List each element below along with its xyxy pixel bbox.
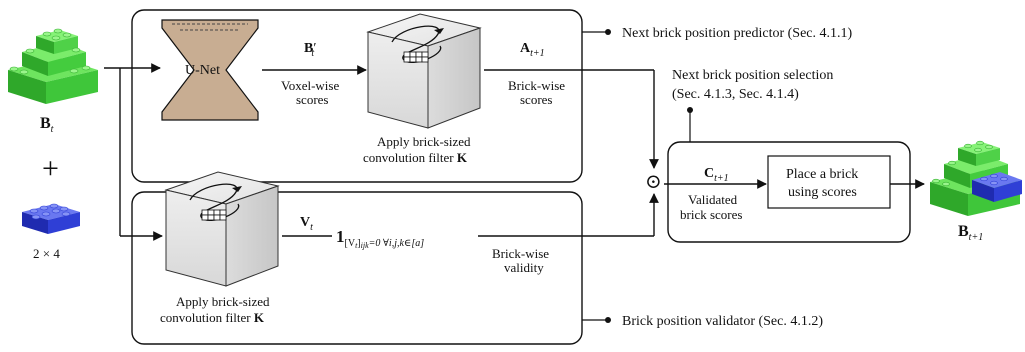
place-brick-label-1: Place a brick — [786, 167, 858, 182]
validity-label-1: Brick-wise — [492, 246, 549, 261]
validated-label-1: Validated — [688, 192, 738, 207]
validator-box — [131, 191, 583, 345]
predictor-conv-cube — [366, 13, 482, 129]
brick-scores-label-2: scores — [520, 92, 553, 107]
A-label: At+1 — [520, 41, 545, 59]
brick-scores-label-1: Brick-wise — [508, 78, 565, 93]
validator-conv-cube — [164, 171, 280, 287]
V-label: Vt — [300, 215, 313, 233]
predictor-legend-dot — [605, 29, 611, 35]
selection-title-dot — [687, 107, 693, 113]
selection-title-2: (Sec. 4.1.3, Sec. 4.1.4) — [672, 87, 799, 102]
predictor-conv-caption-1: Apply brick-sized — [377, 134, 471, 149]
predictor-box — [131, 9, 583, 183]
validator-conv-caption-1: Apply brick-sized — [176, 294, 270, 309]
validator-legend: Brick position validator (Sec. 4.1.2) — [622, 314, 823, 329]
place-brick-box — [767, 155, 891, 209]
brick-size-label: 2 × 4 — [33, 246, 60, 261]
hadamard-product-symbol: ⊙ — [645, 171, 662, 193]
predictor-output-path — [484, 69, 659, 169]
selection-box — [667, 141, 911, 243]
unet-block: U-Net — [161, 19, 259, 121]
validator-output-path — [478, 193, 659, 237]
predictor-legend: Next brick position predictor (Sec. 4.1.… — [622, 26, 853, 41]
validated-label-2: brick scores — [680, 207, 742, 222]
output-lego-structure-icon — [930, 140, 1022, 216]
output-state-label: Bt+1 — [958, 223, 983, 243]
unet-label: U-Net — [185, 63, 220, 78]
input-connector-lines — [104, 63, 163, 241]
input-lego-structure-icon — [8, 28, 98, 104]
plus-sign: + — [42, 152, 59, 185]
validity-indicator: 1[Vt]ijk=0 ∀i,j,k∈[a] — [336, 227, 424, 250]
C-label: Ct+1 — [704, 166, 729, 184]
validator-legend-dot — [605, 317, 611, 323]
predictor-conv-caption-2: convolution filter K — [363, 150, 468, 165]
voxel-scores-label-1: Voxel-wise — [281, 78, 339, 93]
blue-brick-icon — [22, 203, 80, 234]
validity-label-2: validity — [504, 260, 544, 275]
place-brick-label-2: using scores — [788, 185, 857, 200]
validator-conv-caption-2: convolution filter K — [160, 310, 265, 325]
input-state-label: Bt — [40, 115, 54, 135]
selection-title-1: Next brick position selection — [672, 68, 833, 83]
voxel-scores-label-2: scores — [296, 92, 329, 107]
bprime-label: B′t — [304, 41, 316, 59]
